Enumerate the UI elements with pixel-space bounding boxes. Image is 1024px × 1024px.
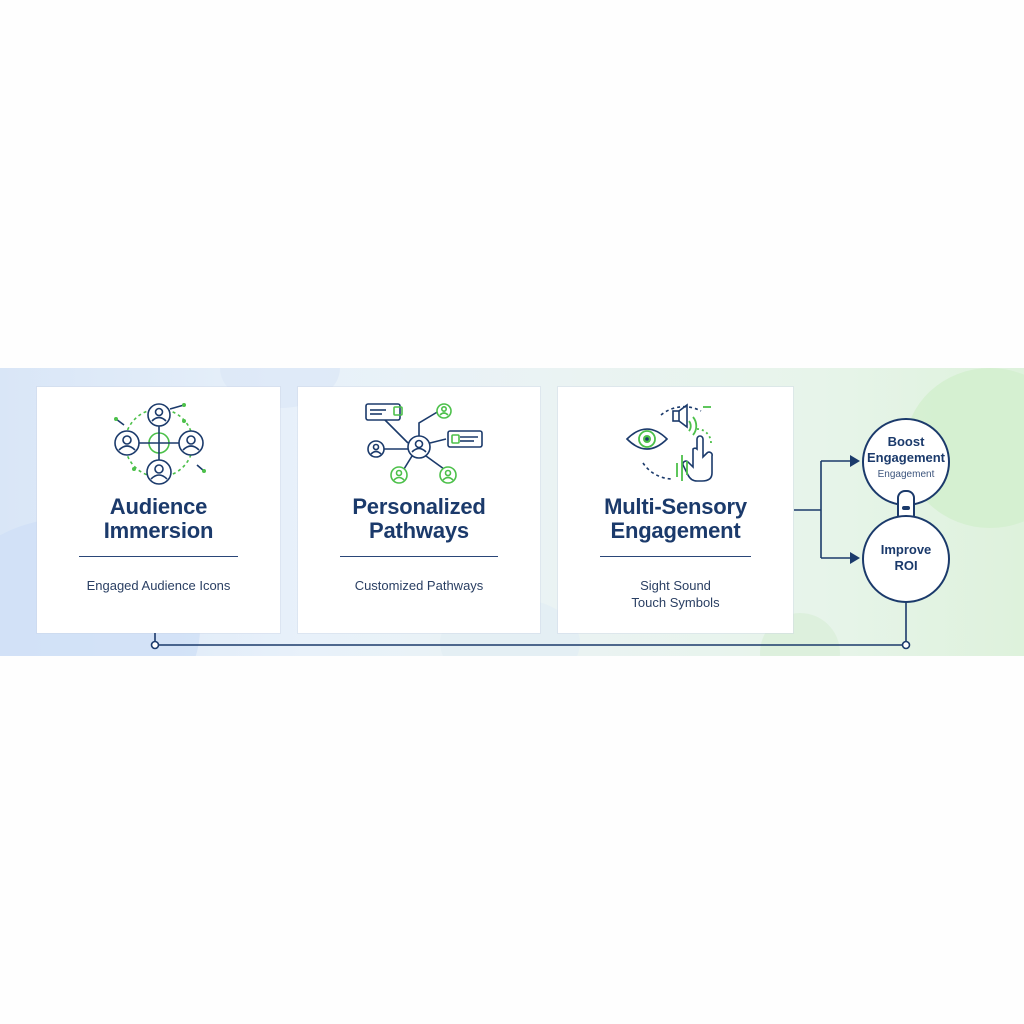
card-caption: Sight Sound Touch Symbols <box>631 578 720 610</box>
arrow-head-icon <box>850 455 860 467</box>
card-caption: Customized Pathways <box>354 578 484 593</box>
card-title: Audience Immersion <box>103 494 214 543</box>
card-title: Personalized Pathways <box>352 494 486 543</box>
divider <box>340 556 498 557</box>
connector-node <box>901 640 911 650</box>
pathway-network-icon <box>354 399 484 494</box>
card-audience-immersion: Audience Immersion Engaged Audience Icon… <box>37 387 280 633</box>
outcome-improve-roi: Improve ROI <box>862 515 950 603</box>
outcome-title: Boost Engagement <box>866 434 945 465</box>
outcome-title: Improve ROI <box>880 542 932 573</box>
divider <box>79 556 238 557</box>
outcome-subtitle: Engagement <box>877 469 935 480</box>
card-caption: Engaged Audience Icons <box>86 578 231 593</box>
card-title: Multi-Sensory Engagement <box>604 494 747 543</box>
card-personalized-pathways: Personalized Pathways Customized Pathway… <box>298 387 540 633</box>
arrow-head-icon <box>850 552 860 564</box>
divider <box>600 556 751 557</box>
connector-node <box>150 640 160 650</box>
card-multi-sensory-engagement: Multi-Sensory Engagement Sight Sound Tou… <box>558 387 793 633</box>
audience-network-icon <box>104 399 214 494</box>
eye-sound-touch-icon <box>621 399 731 494</box>
